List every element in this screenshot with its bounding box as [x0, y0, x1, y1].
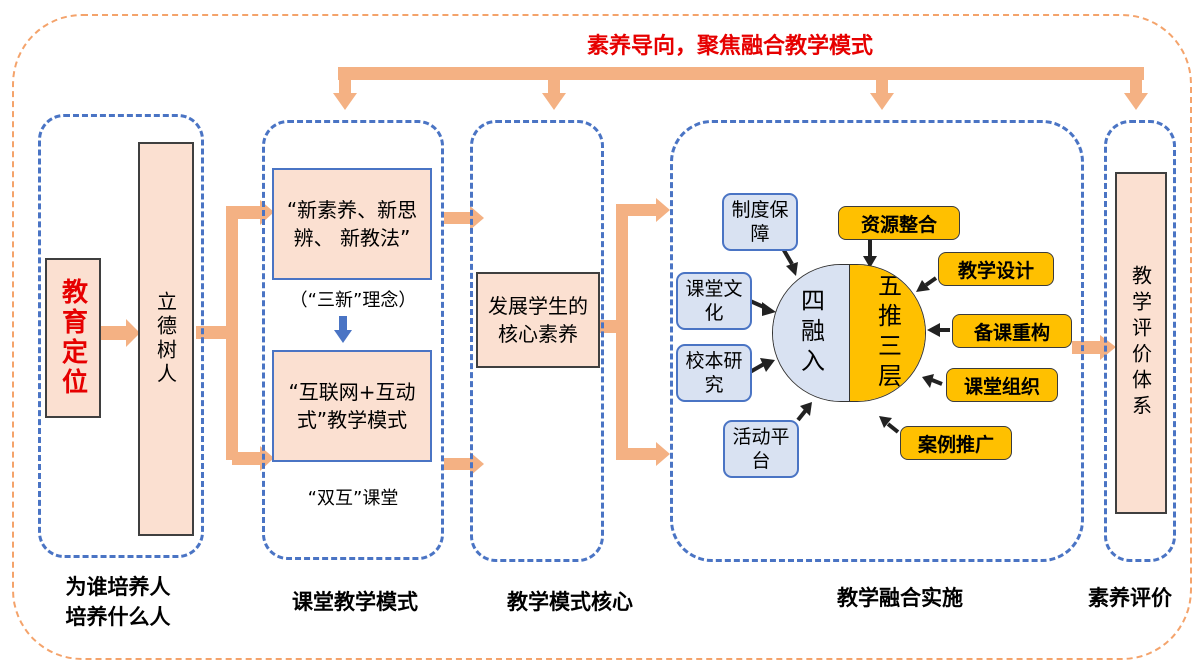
arrow-pos-stem	[100, 326, 128, 340]
chip-classroom-culture: 课堂文化	[676, 272, 752, 330]
core-label: 教学模式核心	[507, 590, 633, 614]
education-positioning-box: 教育定位	[45, 258, 101, 418]
evaluation-label: 素养评价	[1088, 586, 1172, 610]
top-bar	[338, 67, 1144, 80]
core-column	[470, 120, 604, 562]
arrow-c1-stem	[444, 212, 472, 224]
positioning-label-line2: 培养什么人	[65, 605, 171, 629]
drop-arrow-2	[542, 93, 566, 110]
chip-school-research: 校本研究	[676, 344, 752, 402]
chip-resource-integration: 资源整合	[838, 206, 960, 240]
positioning-label: 为谁培养人 培养什么人	[28, 572, 208, 632]
implementation-column	[670, 120, 1084, 562]
chip-classroom-organization: 课堂组织	[946, 368, 1058, 402]
chip-lesson-prep-rebuild: 备课重构	[952, 314, 1072, 348]
evaluation-column	[1104, 120, 1176, 562]
fusion-oval: 四融入 五推三层	[772, 264, 926, 402]
split1-vertical	[226, 206, 238, 460]
three-new-box: “新素养、新思辨、 新教法”	[272, 168, 432, 280]
chip-activity-platform: 活动平台	[723, 420, 799, 478]
split1-bottom	[232, 452, 262, 465]
three-new-caption: （“三新”理念）	[289, 290, 417, 311]
core-literacy-box: 发展学生的核心素养	[476, 272, 600, 368]
arrow-c2-stem	[444, 458, 472, 470]
drop-arrow-3	[870, 93, 894, 110]
diagram-title: 素养导向，聚焦融合教学模式	[586, 34, 873, 59]
arrow-c1-head	[470, 206, 484, 230]
drop-arrow-1	[333, 93, 357, 110]
split2-vertical	[616, 204, 628, 460]
chip-system-guarantee: 制度保障	[722, 193, 798, 251]
arrow-eval-stem	[1072, 341, 1102, 354]
split2-bottom	[622, 448, 658, 460]
evaluation-system-box: 教学评价体系	[1115, 172, 1167, 514]
split2-top-head	[656, 198, 670, 222]
split2-bottom-head	[656, 442, 670, 466]
down-arrow-icon	[334, 316, 352, 343]
drop-stem-1	[339, 73, 351, 95]
drop-stem-3	[876, 73, 888, 95]
classroom-label: 课堂教学模式	[292, 590, 418, 614]
positioning-column	[38, 114, 204, 558]
drop-arrow-4	[1124, 93, 1148, 110]
split1-stem	[196, 326, 232, 339]
chip-case-promotion: 案例推广	[900, 426, 1012, 460]
chip-teaching-design: 教学设计	[938, 252, 1054, 286]
outer-frame	[12, 14, 1192, 660]
positioning-label-line1: 为谁培养人	[65, 575, 171, 599]
internet-interactive-box: “互联网+互动式”教学模式	[272, 350, 432, 462]
lide-shuren-box: 立德树人	[138, 142, 194, 536]
classroom-column	[262, 120, 444, 560]
implementation-label: 教学融合实施	[837, 586, 963, 610]
split1-top	[232, 206, 262, 219]
split2-top	[622, 204, 658, 216]
drop-stem-2	[548, 73, 560, 95]
arrow-pos-head	[126, 319, 140, 347]
double-interaction-caption: “双互”课堂	[307, 488, 399, 509]
arrow-c2-head	[470, 452, 484, 476]
